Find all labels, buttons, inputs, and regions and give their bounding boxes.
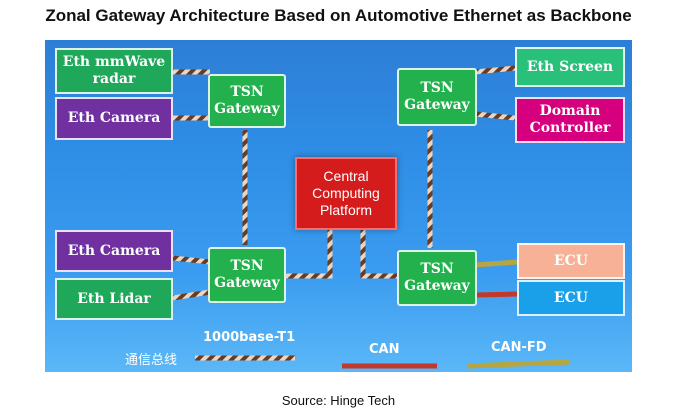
eth-mmwave-radar-node: Eth mmWave radar xyxy=(55,48,173,94)
wire-tsn-tr-to-screen xyxy=(474,65,516,75)
tsn-gateway-bottom-left: TSN Gateway xyxy=(208,247,286,303)
wire-can xyxy=(474,291,518,298)
page-title: Zonal Gateway Architecture Based on Auto… xyxy=(45,6,632,25)
tsn-gateway-top-left: TSN Gateway xyxy=(208,74,286,128)
source-caption: Source: Hinge Tech xyxy=(281,393,396,408)
legend-can-label: CAN xyxy=(369,342,400,357)
ecu-can-fd-node: ECU xyxy=(517,243,625,279)
legend-ethernet-label: 1000base-T1 xyxy=(203,330,296,345)
eth-camera-top-node: Eth Camera xyxy=(55,97,173,140)
ethernet-cables xyxy=(172,65,516,361)
wire-can-fd xyxy=(474,259,518,268)
eth-lidar-node: Eth Lidar xyxy=(55,278,173,320)
wire-central-to-tsn-br xyxy=(360,230,397,279)
wire-lidar-to-tsn-bl xyxy=(172,289,211,301)
tsn-gateway-bottom-right: TSN Gateway xyxy=(397,250,477,306)
wire-tsn-bl-to-central xyxy=(285,230,333,279)
eth-camera-bottom-node: Eth Camera xyxy=(55,230,173,272)
wire-tsn-tr-to-domain xyxy=(474,111,516,121)
legend-can-fd-label: CAN-FD xyxy=(491,340,547,355)
wire-camera-bottom-to-tsn-bl xyxy=(172,255,211,265)
legend-bus-label: 通信总线 xyxy=(125,353,178,368)
central-computing-platform-node: Central Computing Platform xyxy=(295,157,397,230)
architecture-diagram: Eth mmWave radar Eth Camera TSN Gateway … xyxy=(45,40,632,372)
ecu-can-node: ECU xyxy=(517,280,625,316)
eth-screen-node: Eth Screen xyxy=(515,47,625,87)
domain-controller-node: Domain Controller xyxy=(515,97,625,143)
connection-wires xyxy=(172,65,571,369)
legend-can-fd-line xyxy=(467,359,571,369)
tsn-gateway-top-right: TSN Gateway xyxy=(397,68,477,126)
